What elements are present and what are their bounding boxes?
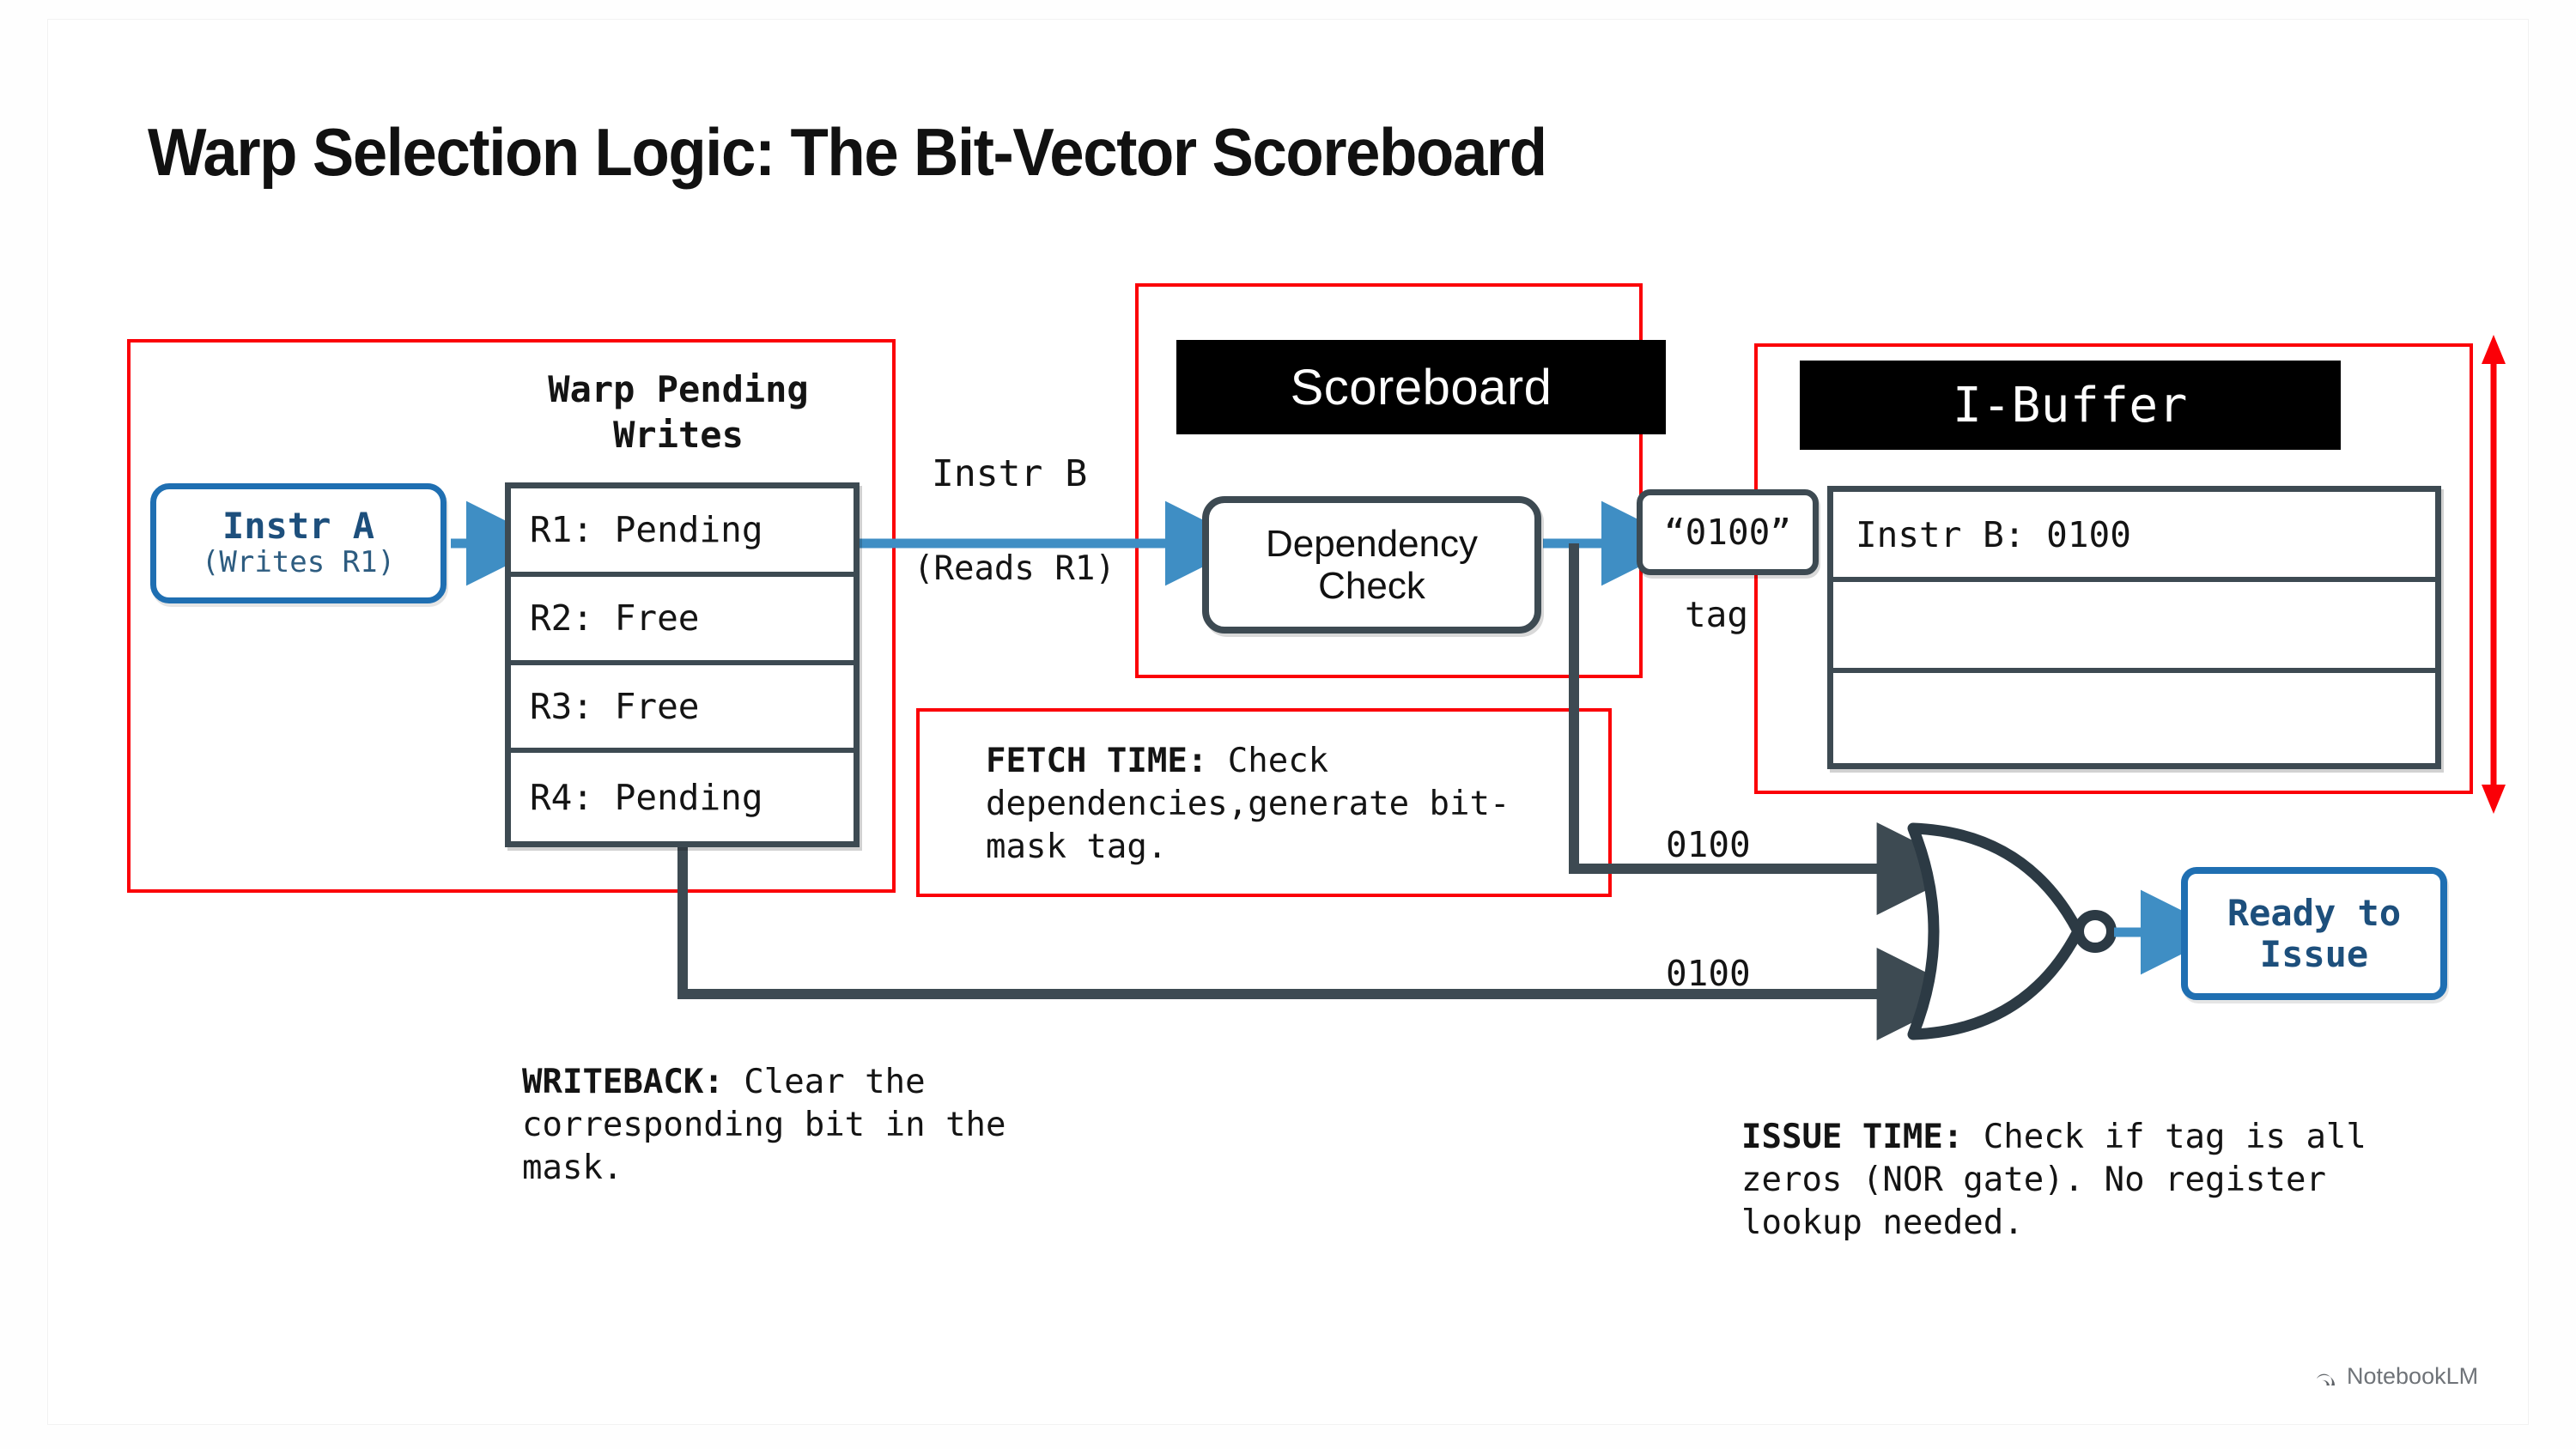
tag-value-box: “0100”	[1637, 489, 1819, 575]
fetch-time-annotation: FETCH TIME: Check dependencies,generate …	[986, 740, 1587, 869]
warp-pending-writes-heading: Warp Pending Writes	[548, 368, 809, 456]
instr-a-box[interactable]: Instr A (Writes R1)	[150, 483, 447, 603]
list-item[interactable]: Instr B: 0100	[1833, 492, 2435, 583]
instr-a-title: Instr A	[222, 505, 374, 548]
list-item[interactable]	[1833, 673, 2435, 763]
warp-pending-writes-table: R1: Pending R2: Free R3: Free R4: Pendin…	[505, 482, 860, 847]
watermark-label: NotebookLM	[2347, 1363, 2479, 1389]
ready-to-issue-box[interactable]: Ready to Issue	[2181, 867, 2447, 1000]
notebooklm-watermark: NotebookLM	[2313, 1363, 2478, 1390]
ibuffer-table: Instr B: 0100	[1827, 486, 2441, 769]
annotation-box-scoreboard	[1135, 283, 1643, 678]
scoreboard-label-plate: Scoreboard	[1176, 340, 1666, 434]
ibuffer-label-plate: I-Buffer	[1800, 361, 2341, 450]
dependency-check-line2: Check	[1318, 565, 1425, 607]
nor-input-top-label: 0100	[1666, 824, 1751, 865]
instr-a-subtitle: (Writes R1)	[201, 544, 396, 579]
nor-input-bottom-label: 0100	[1666, 953, 1751, 994]
ready-to-issue-line1: Ready to	[2227, 892, 2402, 935]
table-row[interactable]: R3: Free	[511, 665, 854, 754]
table-row[interactable]: R4: Pending	[530, 776, 763, 818]
fetch-time-body: Check dependencies,generate bit-mask tag…	[986, 742, 1510, 866]
instr-b-label: Instr B	[932, 452, 1088, 495]
notebooklm-logo-icon	[2317, 1373, 2336, 1385]
dependency-check-line1: Dependency	[1265, 522, 1479, 565]
fetch-time-label: FETCH TIME:	[986, 742, 1208, 780]
writeback-label: WRITEBACK:	[522, 1063, 724, 1101]
writeback-annotation: WRITEBACK: Clear the corresponding bit i…	[522, 1061, 1123, 1190]
tag-label: tag	[1685, 594, 1749, 635]
issue-time-annotation: ISSUE TIME: Check if tag is all zeros (N…	[1741, 1116, 2454, 1245]
issue-time-body: Check if tag is all zeros (NOR gate). No…	[1741, 1118, 2366, 1242]
dependency-check-box[interactable]: Dependency Check	[1202, 496, 1541, 634]
list-item[interactable]	[1833, 582, 2435, 673]
page-title: Warp Selection Logic: The Bit-Vector Sco…	[148, 114, 1547, 190]
writeback-body: Clear the corresponding bit in the mask.	[522, 1063, 1006, 1187]
table-row[interactable]: R1: Pending	[511, 488, 854, 577]
table-row[interactable]: R2: Free	[511, 577, 854, 665]
issue-time-label: ISSUE TIME:	[1741, 1118, 1964, 1156]
ready-to-issue-line2: Issue	[2259, 932, 2369, 975]
instr-b-sublabel: (Reads R1)	[914, 549, 1115, 588]
annotation-box-warp-pending-writes	[127, 339, 896, 893]
